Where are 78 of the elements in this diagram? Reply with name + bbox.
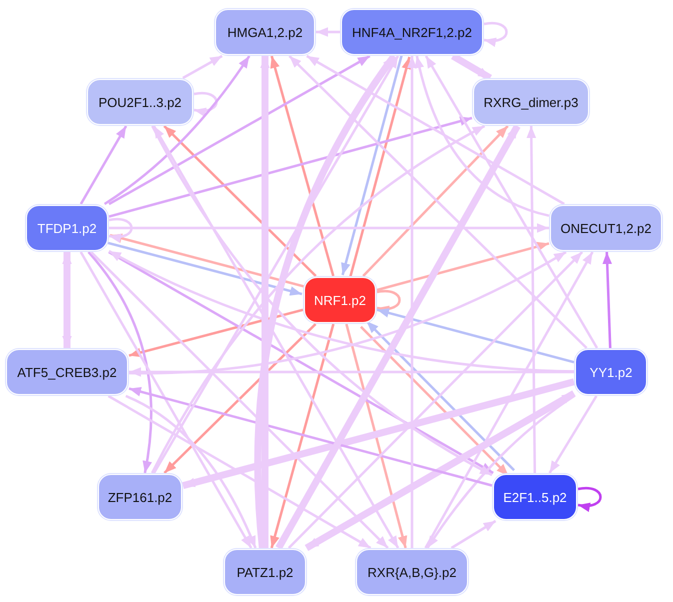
arrow [316,27,340,37]
arrow [164,323,316,474]
node-label: E2F1..5.p2 [503,490,567,504]
arrow [578,486,602,512]
arrow [62,252,72,348]
arrow [450,520,496,550]
arrow [376,242,550,292]
arrow [407,56,417,548]
arrow [602,252,612,348]
arrow [548,395,598,474]
node-label: TFDP1.p2 [37,220,97,236]
arrow [109,223,549,233]
node-box [215,9,315,55]
node-label: NRF1.p2 [314,292,366,308]
node-box [575,349,647,395]
arrow [376,308,574,364]
node-box [356,549,468,595]
node-box [473,79,589,125]
arrow [104,55,250,206]
arrow [414,56,550,217]
arrow [424,251,594,549]
arrow [194,92,218,116]
node-box [224,549,306,595]
node-label: ATF5_CREB3.p2 [17,364,117,380]
arrow [260,56,270,548]
arrow [182,378,575,489]
arrow [304,390,576,552]
arrow [306,54,565,206]
arrow [362,125,509,277]
arrow [270,324,335,548]
arrow [88,251,152,474]
arrow [108,54,370,206]
arrow [125,394,257,548]
arrow [128,387,492,487]
node-label: POU2F1..3.p2 [98,94,182,110]
node-box [550,205,662,251]
arrow [152,55,400,474]
arrow [276,124,520,550]
arrow [108,116,472,218]
node-label: RXR{A,B,G}.p2 [368,564,456,580]
node-box [87,79,193,125]
arrow [80,251,252,549]
node-label: RXRG_dimer.p3 [484,94,578,110]
node-label: PATZ1.p2 [236,564,294,580]
node-label: YY1.p2 [590,364,632,380]
arrow [80,125,128,205]
node-box [304,277,376,323]
arrow [424,55,598,349]
node-box [341,9,483,55]
node-box [493,474,577,520]
arrow [426,394,575,549]
arrow [152,125,400,549]
node-label: ZFP161.p2 [108,490,172,504]
arrow [128,308,304,358]
arrow [129,367,574,377]
arrow [182,54,223,80]
arrow [108,242,302,296]
arrow [526,126,536,474]
node-label: HNF4A_NR2F1,2.p2 [352,24,472,40]
arrow [110,234,304,288]
arrow [108,250,494,474]
node-box [98,474,182,520]
arrow [288,251,584,549]
arrow [163,125,317,277]
arrow [288,55,588,349]
node-label: ONECUT1,2.p2 [560,220,652,236]
arrow [108,394,372,550]
arrow [349,56,411,278]
arrow [341,54,403,276]
arrow [108,218,133,242]
arrow [345,324,408,548]
arrow [90,251,389,549]
arrow [270,56,334,276]
arrow [254,54,397,548]
node-box [6,349,128,395]
arrow [484,22,508,46]
node-label: HMGA1,2.p2 [227,24,303,40]
node-box [26,205,108,251]
